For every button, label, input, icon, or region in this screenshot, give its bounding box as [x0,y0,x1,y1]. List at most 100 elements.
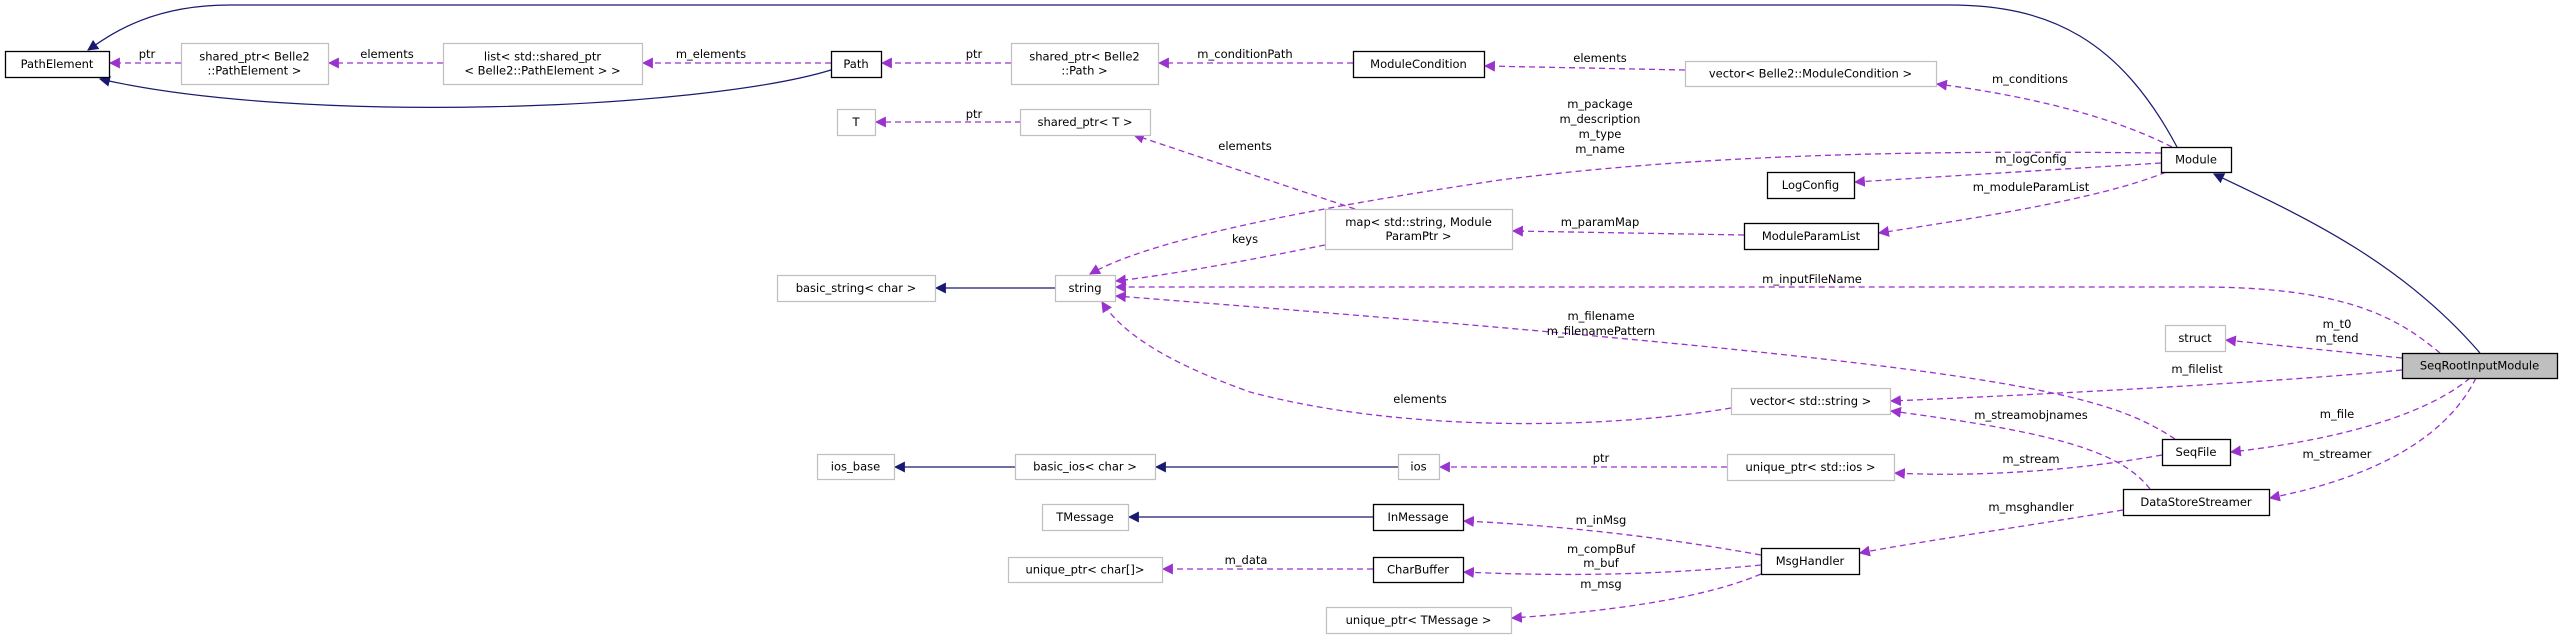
node-box [1041,503,1130,532]
usage-edge-seqrootinputmodule-to-struct [2224,335,2403,359]
node-label: InMessage [1387,510,1448,524]
usage-edge-msghandler-to-charbuffer [1462,564,1762,578]
usage-edge-vec-str-to-string [1101,301,1732,425]
node-box [2161,438,2232,467]
edge-label: m_elements [676,47,746,61]
node-label: map< std::string, Module [1345,215,1492,229]
edge-label: m_filenamePattern [1547,324,1655,338]
node-box [180,42,330,86]
class-node-up-char: unique_ptr< char[]> [1007,556,1164,584]
node-label: basic_ios< char > [1033,460,1137,474]
edge-label: m_name [1575,142,1625,156]
edge-label: m_tend [2315,331,2358,345]
edge-label: m_conditions [1992,72,2068,86]
node-box [1684,60,1938,88]
class-node-pathelement[interactable]: PathElement [4,50,111,79]
edge-label: m_stream [2002,452,2059,466]
edge-label: m_streamer [2302,447,2371,461]
class-node-logconfig[interactable]: LogConfig [1766,171,1856,200]
class-node-module[interactable]: Module [2160,146,2233,174]
usage-edge-module-to-moduleparamlist [1877,171,2167,237]
class-node-charbuffer[interactable]: CharBuffer [1372,556,1465,584]
node-label: string [1068,281,1101,295]
node-box [1014,453,1157,481]
node-label: < Belle2::PathElement > > [464,64,620,78]
edge-label: m_msg [1580,577,1621,591]
edge-label: m_buf [1583,556,1620,570]
node-label: SeqFile [2176,445,2217,459]
edge-label: ptr [966,107,983,121]
edge-label: m_streamobjnames [1974,408,2087,422]
node-label: ParamPtr > [1386,229,1452,243]
class-node-seqrootinputmodule: SeqRootInputModule [2401,352,2559,380]
node-box [830,50,883,79]
inheritance-edge-module-to-pathelement [87,4,2178,148]
node-box [1730,387,1892,416]
class-node-modulecondition[interactable]: ModuleCondition [1352,50,1486,79]
class-node-datastorestreamer[interactable]: DataStoreStreamer [2122,488,2271,517]
node-box [1372,556,1465,584]
node-box [1054,274,1117,303]
class-node-up-tmsg: unique_ptr< TMessage > [1325,606,1513,635]
node-label: CharBuffer [1387,563,1449,577]
class-node-struct: struct [2164,324,2227,353]
node-label: shared_ptr< T > [1037,115,1132,129]
class-node-vec-str: vector< std::string > [1730,387,1892,416]
node-box [442,42,644,86]
node-box [2122,488,2271,517]
node-label: ModuleParamList [1762,229,1861,243]
inheritance-edge-seqrootinputmodule-to-module [2213,173,2481,354]
class-node-path[interactable]: Path [830,50,883,79]
node-box [816,453,896,481]
edge-label: elements [360,47,413,61]
usage-edge-seqrootinputmodule-to-datastorestreamer [2268,377,2477,502]
node-label: ios_base [831,460,880,474]
node-label: struct [2178,331,2212,345]
usage-edge-msghandler-to-up-tmsg [1510,573,1762,623]
edge-label: m_moduleParamList [1973,180,2090,194]
class-node-seqfile[interactable]: SeqFile [2161,438,2232,467]
node-box [2401,352,2559,380]
class-node-tmessage: TMessage [1041,503,1130,532]
edge-label: m_conditionPath [1197,47,1292,61]
edge-label: m_t0 [2323,317,2352,331]
class-node-inmessage[interactable]: InMessage [1372,503,1465,532]
node-label: DataStoreStreamer [2140,495,2252,509]
class-node-list-pe: list< std::shared_ptr< Belle2::PathEleme… [442,42,644,86]
edge-label: m_logConfig [1995,152,2066,166]
edge-label: elements [1573,51,1626,65]
usage-edge-map-to-sp-t [1132,132,1356,210]
edge-label: m_description [1560,112,1641,126]
edge-label: m_file [2320,407,2354,421]
node-label: vector< Belle2::ModuleCondition > [1709,67,1912,81]
usage-edge-seqfile-to-up-ios [1893,454,2163,480]
node-label: list< std::shared_ptr [484,50,601,64]
usage-edge-datastorestreamer-to-msghandler [1858,509,2124,557]
class-node-ios: ios [1397,453,1441,481]
node-label: shared_ptr< Belle2 [199,50,310,64]
class-node-vec-mc: vector< Belle2::ModuleCondition > [1684,60,1938,88]
node-box [1324,208,1514,251]
class-node-msghandler[interactable]: MsgHandler [1760,547,1861,576]
edge-label: ptr [1593,451,1610,465]
node-label: MsgHandler [1776,554,1845,568]
edge-label: m_package [1567,97,1633,111]
edge-label: elements [1218,139,1271,153]
node-label: ModuleCondition [1370,57,1467,71]
class-node-moduleparamlist[interactable]: ModuleParamList [1743,222,1880,251]
usage-edge-module-to-string [1089,151,2162,275]
node-box [1010,42,1160,86]
class-node-ios-base: ios_base [816,453,896,481]
node-box [836,108,877,137]
usage-edge-moduleparamlist-to-map [1511,225,1745,237]
usage-edge-seqrootinputmodule-to-vec-str [1889,369,2403,407]
node-label: Path [843,57,868,71]
usage-edge-seqrootinputmodule-to-string [1114,281,2441,354]
edge-label: ptr [139,47,156,61]
class-node-basic-ios: basic_ios< char > [1014,453,1157,481]
node-label: ios [1410,460,1426,474]
node-label: T [851,115,860,129]
class-node-sp-path: shared_ptr< Belle2::Path > [1010,42,1160,86]
